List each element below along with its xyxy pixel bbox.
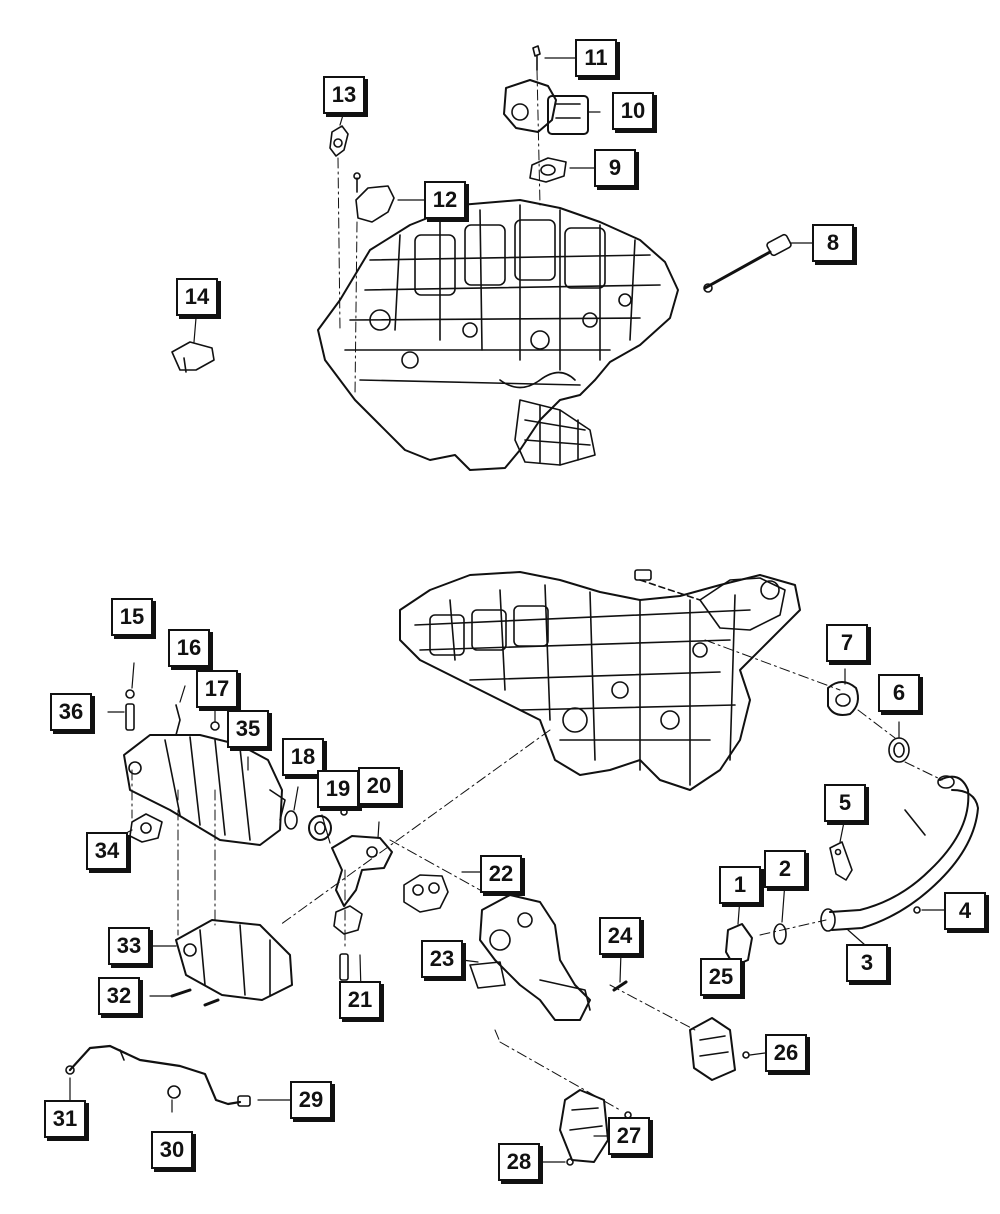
callout-1[interactable]: 1	[719, 866, 761, 904]
callout-32[interactable]: 32	[98, 977, 140, 1015]
callout-16[interactable]: 16	[168, 629, 210, 667]
part-11-bolt	[532, 45, 541, 71]
callout-5[interactable]: 5	[824, 784, 866, 822]
callout-21[interactable]: 21	[339, 981, 381, 1019]
callout-27[interactable]: 27	[608, 1117, 650, 1155]
callout-25[interactable]: 25	[700, 958, 742, 996]
callout-35[interactable]: 35	[227, 710, 269, 748]
engine-block-bottom	[399, 569, 801, 791]
callout-6[interactable]: 6	[878, 674, 920, 712]
callout-22[interactable]: 22	[480, 855, 522, 893]
callout-10[interactable]: 10	[612, 92, 654, 130]
callout-26[interactable]: 26	[765, 1034, 807, 1072]
part-8-sensor	[703, 233, 792, 293]
callout-11[interactable]: 11	[575, 39, 617, 77]
part-5-bracket	[829, 841, 853, 881]
callout-30[interactable]: 30	[151, 1131, 193, 1169]
leader-lines	[69, 57, 946, 1163]
callout-4[interactable]: 4	[944, 892, 986, 930]
engine-block-top	[317, 199, 679, 471]
part-13-sensor	[329, 125, 349, 157]
part-6-gasket	[888, 737, 910, 763]
part-18-seal	[284, 810, 298, 830]
part-32-bolt	[170, 988, 220, 1007]
part-2-gasket	[773, 923, 787, 945]
part-33-bracket	[175, 919, 293, 1001]
part-20-elbow	[331, 835, 393, 907]
callout-13[interactable]: 13	[323, 76, 365, 114]
part-19-clamp	[308, 808, 348, 841]
part-7-clamp	[827, 681, 859, 716]
callout-24[interactable]: 24	[599, 917, 641, 955]
callout-2[interactable]: 2	[764, 850, 806, 888]
part-21-gasket	[333, 905, 363, 981]
callout-20[interactable]: 20	[358, 767, 400, 805]
callout-28[interactable]: 28	[498, 1143, 540, 1181]
callout-29[interactable]: 29	[290, 1081, 332, 1119]
part-24-bolt	[612, 980, 628, 992]
part-29-harness	[65, 1044, 251, 1107]
part-25-heat-shield	[689, 1017, 750, 1081]
callout-15[interactable]: 15	[111, 598, 153, 636]
callout-36[interactable]: 36	[50, 693, 92, 731]
part-14-connector	[171, 341, 215, 373]
callout-12[interactable]: 12	[424, 181, 466, 219]
callout-17[interactable]: 17	[196, 670, 238, 708]
callout-33[interactable]: 33	[108, 927, 150, 965]
callout-3[interactable]: 3	[846, 944, 888, 982]
callout-9[interactable]: 9	[594, 149, 636, 187]
center-lines	[131, 69, 943, 1111]
callout-18[interactable]: 18	[282, 738, 324, 776]
callout-14[interactable]: 14	[176, 278, 218, 316]
part-12-gasket	[353, 172, 395, 223]
callout-7[interactable]: 7	[826, 624, 868, 662]
callout-8[interactable]: 8	[812, 224, 854, 262]
callout-19[interactable]: 19	[317, 770, 359, 808]
part-35-egr-cooler	[123, 689, 286, 846]
part-22-gasket	[403, 874, 449, 913]
callout-23[interactable]: 23	[421, 940, 463, 978]
part-34-gasket	[129, 813, 163, 843]
part-1-clamp	[725, 923, 753, 967]
callout-31[interactable]: 31	[44, 1100, 86, 1138]
callout-34[interactable]: 34	[86, 832, 128, 870]
part-10-egr-valve	[503, 79, 589, 135]
part-9-gasket	[529, 157, 567, 183]
part-4-bolt	[913, 906, 921, 914]
part-3-egr-tube	[820, 775, 979, 932]
part-22-egr-housing	[469, 894, 591, 1021]
